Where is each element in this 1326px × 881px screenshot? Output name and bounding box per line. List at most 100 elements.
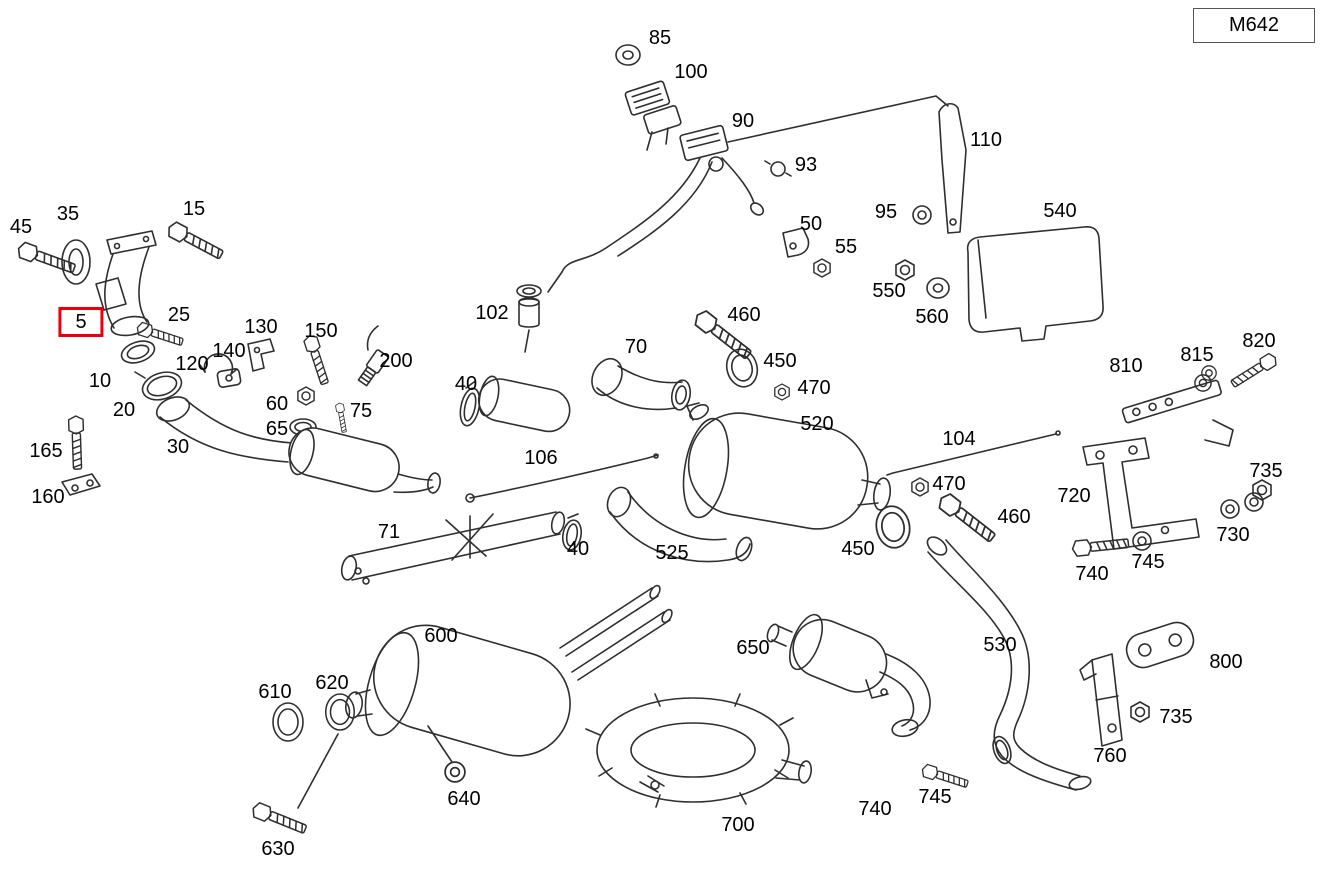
- part-label-165[interactable]: 165: [29, 440, 63, 462]
- art-clamp-40b: [561, 513, 583, 551]
- part-label-470[interactable]: 470: [932, 473, 966, 495]
- part-label-525[interactable]: 525: [655, 542, 689, 564]
- part-label-45[interactable]: 45: [9, 216, 33, 238]
- art-catalyst-2: [477, 375, 571, 433]
- part-label-800[interactable]: 800: [1209, 651, 1243, 673]
- art-bracket-130: [247, 338, 275, 372]
- part-label-700[interactable]: 700: [721, 814, 755, 836]
- art-rod-106: [465, 453, 659, 503]
- part-label-520[interactable]: 520: [800, 413, 834, 435]
- art-front-pipe-30: [155, 396, 293, 463]
- part-label-735[interactable]: 735: [1249, 460, 1283, 482]
- part-label-30[interactable]: 30: [166, 436, 190, 458]
- diagram-code-box: M642: [1193, 8, 1315, 43]
- part-label-140[interactable]: 140: [212, 340, 246, 362]
- part-label-55[interactable]: 55: [834, 236, 858, 258]
- art-gasket-10: [120, 340, 156, 364]
- part-label-815[interactable]: 815: [1180, 344, 1214, 366]
- art-pipe-530: [926, 536, 1092, 791]
- part-label-450[interactable]: 450: [841, 538, 875, 560]
- part-label-100[interactable]: 100: [674, 61, 708, 83]
- part-label-560[interactable]: 560: [915, 306, 949, 328]
- part-label-740[interactable]: 740: [1075, 563, 1109, 585]
- part-label-810[interactable]: 810: [1109, 355, 1143, 377]
- part-label-70[interactable]: 70: [624, 336, 648, 358]
- part-label-470[interactable]: 470: [797, 377, 831, 399]
- part-label-104[interactable]: 104: [942, 428, 976, 450]
- part-label-15[interactable]: 15: [182, 198, 206, 220]
- art-block-140: [216, 368, 242, 388]
- art-bracket-110: [938, 103, 967, 234]
- part-label-540[interactable]: 540: [1043, 200, 1077, 222]
- part-label-740[interactable]: 740: [858, 798, 892, 820]
- part-label-60[interactable]: 60: [265, 393, 289, 415]
- part-label-90[interactable]: 90: [731, 110, 755, 132]
- art-tailpipes-600: [559, 584, 673, 681]
- art-bolt-630: [249, 733, 339, 838]
- part-label-550[interactable]: 550: [872, 280, 906, 302]
- art-hanger-800: [1125, 621, 1195, 669]
- art-clamp-40a: [459, 381, 481, 427]
- art-bracket-760: [1079, 653, 1123, 747]
- part-label-600[interactable]: 600: [424, 625, 458, 647]
- part-label-200[interactable]: 200: [379, 350, 413, 372]
- part-label-93[interactable]: 93: [794, 154, 818, 176]
- part-label-760[interactable]: 760: [1093, 745, 1127, 767]
- part-label-160[interactable]: 160: [31, 486, 65, 508]
- art-muffler-600: [345, 624, 571, 763]
- part-label-120[interactable]: 120: [175, 353, 209, 375]
- part-label-745[interactable]: 745: [1131, 551, 1165, 573]
- part-label-630[interactable]: 630: [261, 838, 295, 860]
- art-gasket-35: [61, 239, 91, 285]
- part-label-730[interactable]: 730: [1216, 524, 1250, 546]
- part-label-71[interactable]: 71: [377, 521, 401, 543]
- part-label-640[interactable]: 640: [447, 788, 481, 810]
- part-label-450[interactable]: 450: [763, 350, 797, 372]
- part-label-530[interactable]: 530: [983, 634, 1017, 656]
- part-label-106[interactable]: 106: [524, 447, 558, 469]
- part-label-95[interactable]: 95: [874, 201, 898, 223]
- part-label-35[interactable]: 35: [56, 203, 80, 225]
- art-sensor-200: [357, 325, 389, 387]
- part-label-745[interactable]: 745: [918, 786, 952, 808]
- art-clamp-120: [199, 353, 238, 375]
- part-label-40[interactable]: 40: [454, 373, 478, 395]
- part-label-460[interactable]: 460: [727, 304, 761, 326]
- part-label-110[interactable]: 110: [970, 129, 1002, 151]
- art-catalyst-1: [288, 427, 441, 494]
- part-label-5[interactable]: 5: [58, 307, 104, 337]
- part-label-50[interactable]: 50: [799, 213, 823, 235]
- part-label-150[interactable]: 150: [304, 320, 338, 342]
- part-label-20[interactable]: 20: [112, 399, 136, 421]
- part-label-102[interactable]: 102: [475, 302, 509, 324]
- art-downpipe-5: [95, 230, 157, 337]
- art-muffler-520: [682, 402, 892, 530]
- art-sensor-90: [679, 124, 729, 172]
- part-label-75[interactable]: 75: [349, 400, 373, 422]
- part-label-735[interactable]: 735: [1159, 706, 1193, 728]
- part-label-25[interactable]: 25: [167, 304, 191, 326]
- part-label-65[interactable]: 65: [265, 418, 289, 440]
- art-rod-104: [886, 430, 1061, 476]
- part-label-820[interactable]: 820: [1242, 330, 1276, 352]
- part-label-720[interactable]: 720: [1057, 485, 1091, 507]
- art-bracket-810: [1121, 379, 1234, 447]
- part-label-85[interactable]: 85: [648, 27, 672, 49]
- part-label-610[interactable]: 610: [258, 681, 292, 703]
- part-label-130[interactable]: 130: [244, 316, 278, 338]
- art-muffler-650: [766, 613, 931, 738]
- art-clip-93: [764, 160, 792, 177]
- art-pipe-70: [591, 357, 692, 411]
- art-clamp-20: [134, 371, 183, 401]
- art-pipe-525: [606, 486, 753, 563]
- part-label-460[interactable]: 460: [997, 506, 1031, 528]
- part-label-40[interactable]: 40: [566, 538, 590, 560]
- art-heatshield-540: [966, 226, 1104, 342]
- part-label-10[interactable]: 10: [88, 370, 112, 392]
- art-pipe-102: [516, 284, 542, 353]
- part-label-650[interactable]: 650: [736, 637, 770, 659]
- art-harness-cable: [547, 95, 949, 293]
- part-label-620[interactable]: 620: [315, 672, 349, 694]
